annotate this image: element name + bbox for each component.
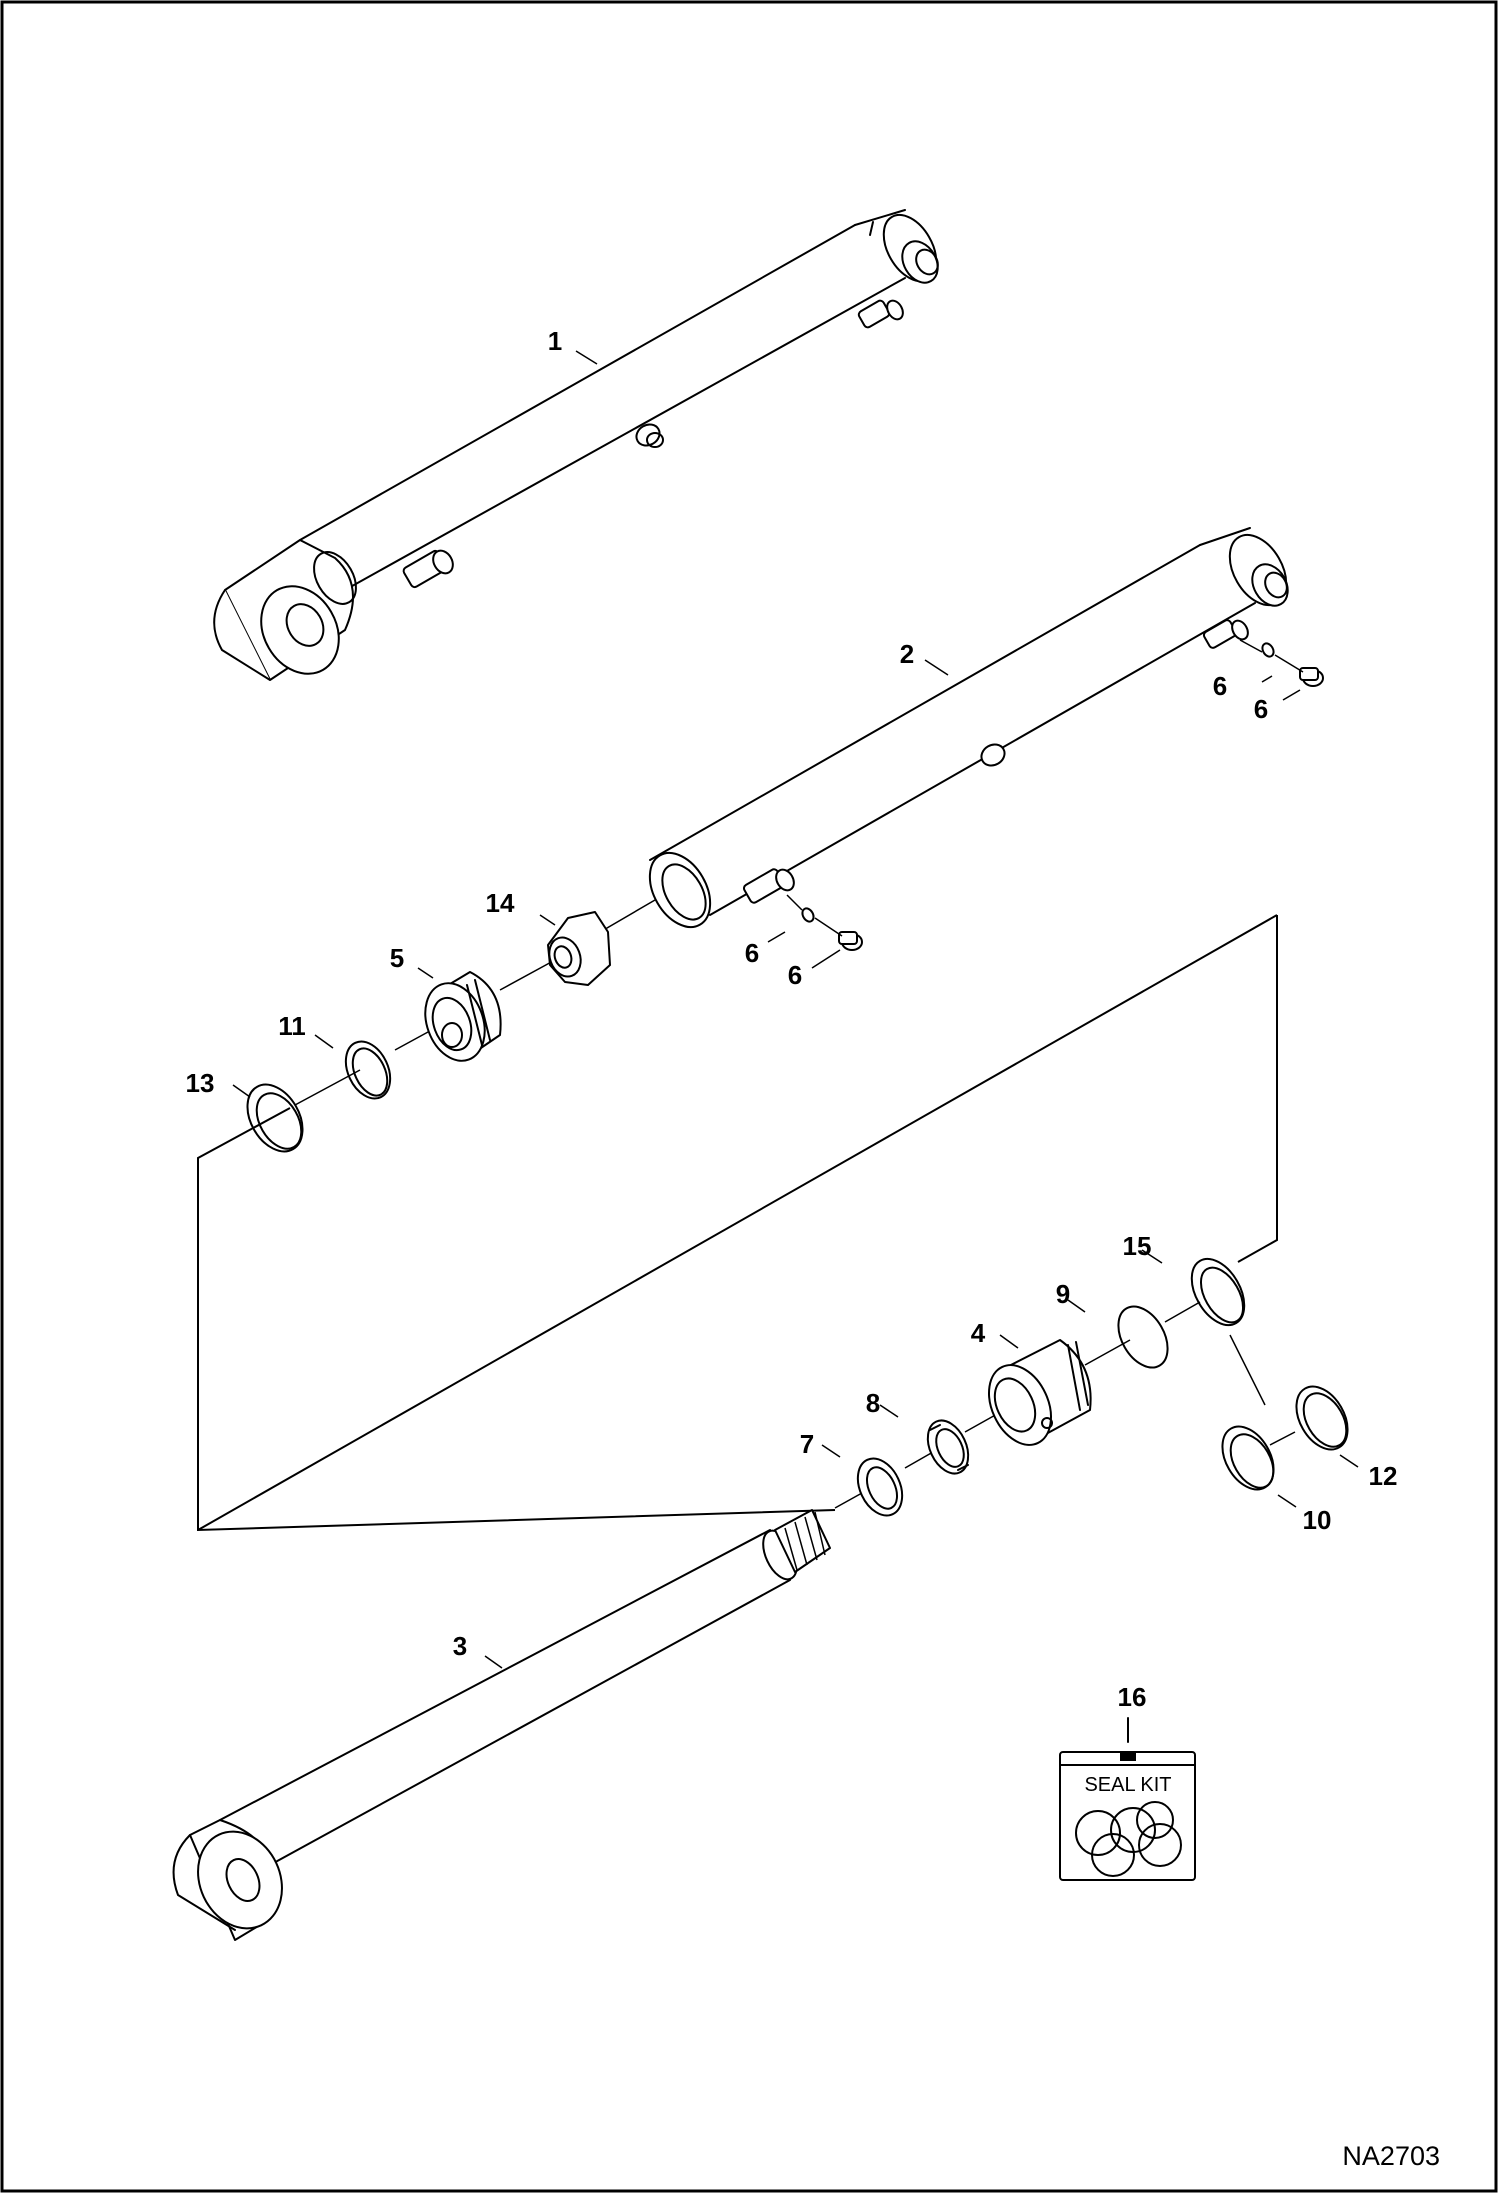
gland-part-4 (988, 1339, 1092, 1446)
ring-part-10 (1221, 1425, 1275, 1491)
callout-1: 1 (548, 326, 562, 356)
callout-15: 15 (1123, 1231, 1152, 1261)
callout-10: 10 (1303, 1505, 1332, 1535)
callouts: 1 2 6 6 14 5 6 6 11 13 15 9 4 8 7 12 10 … (186, 326, 1398, 1712)
callout-9: 9 (1056, 1279, 1070, 1309)
exploded-axis-lines (294, 899, 1296, 1509)
callout-8: 8 (866, 1388, 880, 1418)
callout-4: 4 (971, 1318, 986, 1348)
ring-part-12 (1295, 1385, 1349, 1451)
cylinder-assembly-part-1 (213, 209, 939, 681)
leader-lines (232, 350, 1359, 1669)
seal-part-8 (926, 1419, 970, 1475)
callout-7: 7 (800, 1429, 814, 1459)
callout-5: 5 (390, 943, 404, 973)
callout-2: 2 (900, 639, 914, 669)
callout-6a: 6 (1213, 671, 1227, 701)
seal-kit-part-16: SEAL KIT (1059, 1717, 1196, 1881)
seal-kit-label: SEAL KIT (1084, 1774, 1171, 1796)
ring-part-15 (1190, 1257, 1246, 1327)
callout-6c: 6 (745, 938, 759, 968)
seal-part-7 (856, 1457, 904, 1517)
figure-id: NA2703 (1342, 2141, 1440, 2171)
ring-part-9 (1117, 1305, 1169, 1369)
callout-12: 12 (1369, 1461, 1398, 1491)
callout-14: 14 (486, 888, 515, 918)
barrel-part-2 (648, 527, 1324, 951)
callout-16: 16 (1118, 1682, 1147, 1712)
callout-11: 11 (278, 1011, 306, 1041)
callout-6d: 6 (788, 960, 802, 990)
rod-part-3 (172, 1509, 831, 1941)
callout-13: 13 (186, 1068, 215, 1098)
callout-3: 3 (453, 1631, 467, 1661)
piston-part-5 (424, 971, 502, 1062)
callout-6b: 6 (1254, 694, 1268, 724)
nut-part-14 (547, 911, 611, 986)
ring-part-13 (246, 1083, 304, 1153)
assembly-frame (197, 915, 1278, 1532)
ring-part-11 (344, 1040, 392, 1100)
